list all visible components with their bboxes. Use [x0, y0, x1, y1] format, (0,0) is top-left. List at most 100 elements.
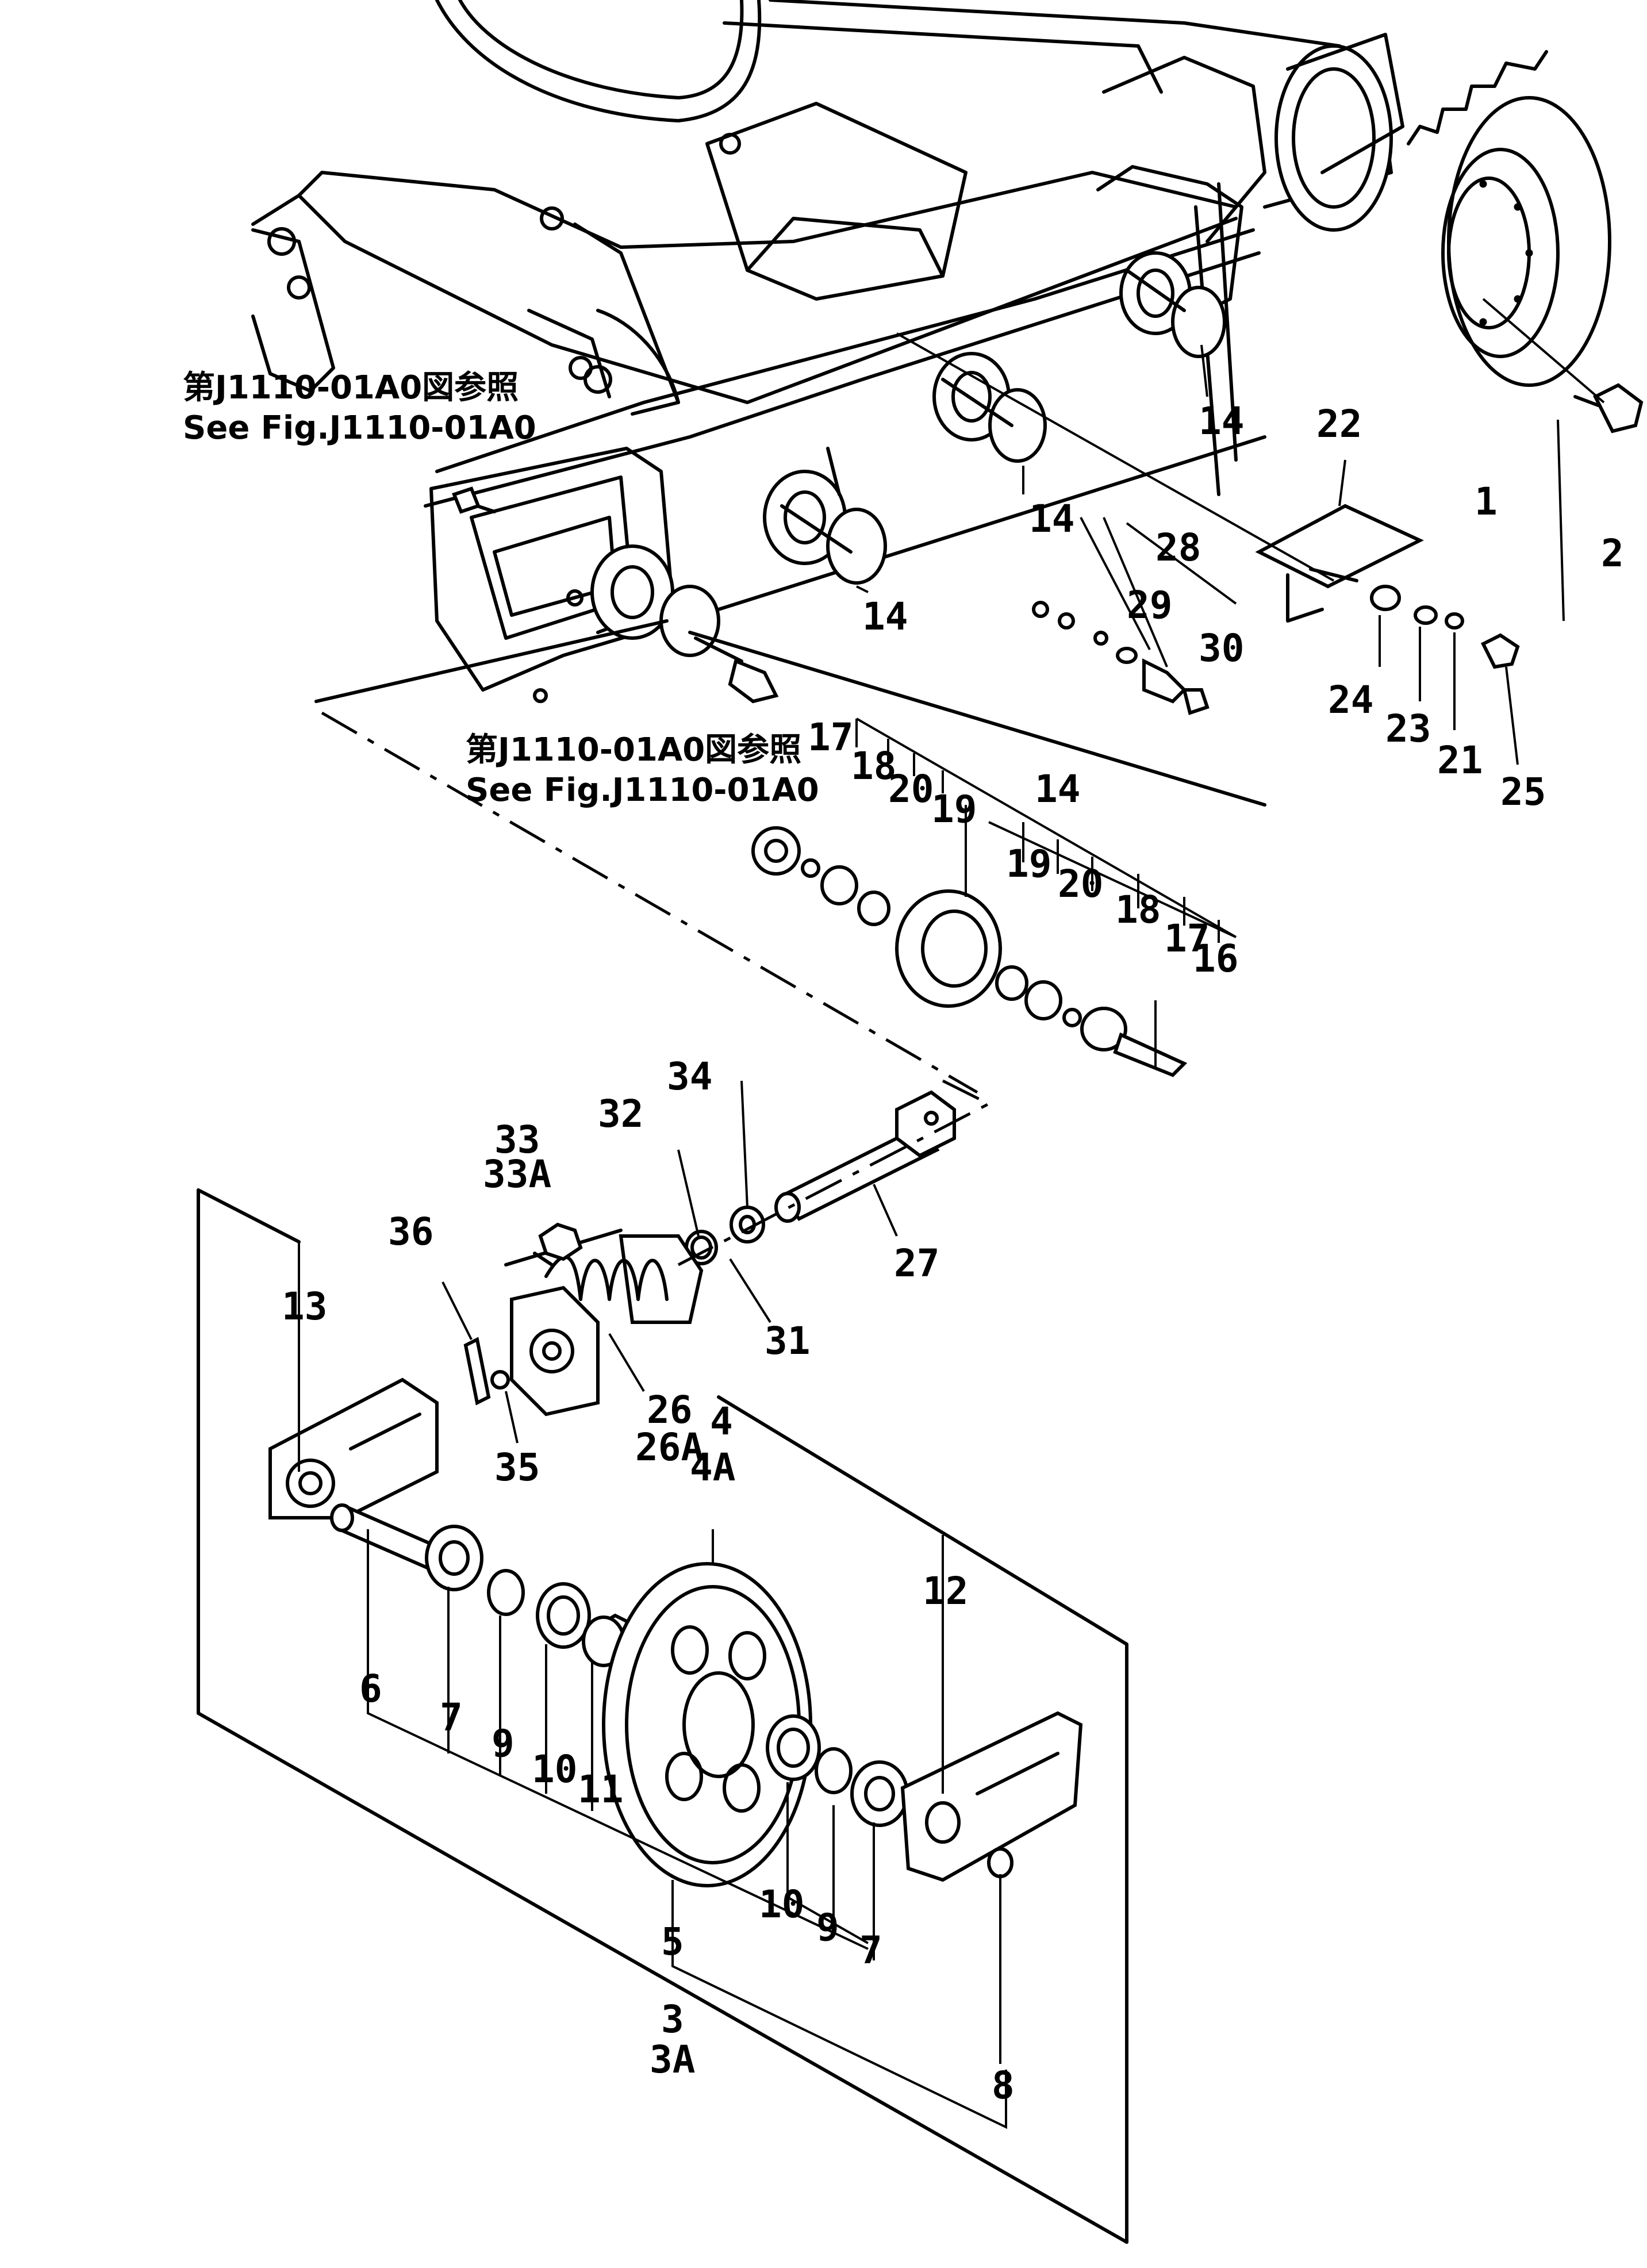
bearing-10-left: [536, 1582, 591, 1649]
callout-17-left: 17: [808, 715, 854, 759]
callout-20-right: 20: [1058, 862, 1104, 906]
alignment-line-upper: [321, 711, 978, 1094]
leader-22: [1338, 459, 1346, 506]
callout-35: 35: [494, 1445, 540, 1490]
leader-28: [1080, 517, 1237, 667]
leader-34: [740, 1080, 748, 1208]
callout-4: 4: [710, 1399, 733, 1444]
hardware-24-23-21-25: [1370, 585, 1520, 669]
rings-31-32-34: [685, 1206, 765, 1265]
leader-line-guard: [896, 332, 1334, 582]
leader-35: [505, 1391, 519, 1444]
reference-note-lower: 第J1110-01A0図参照 See Fig.J1110-01A0: [466, 730, 819, 811]
callout-1: 1: [1475, 479, 1498, 524]
callout-28: 28: [1155, 525, 1201, 570]
ring-8: [987, 1847, 1013, 2064]
reference-lower-ja: 第J1110-01A0図参照: [466, 731, 802, 769]
callout-17-right: 17: [1164, 916, 1210, 961]
callout-22: 22: [1316, 402, 1362, 446]
callout-32: 32: [598, 1092, 644, 1136]
bracket-14-line: [688, 631, 1266, 807]
callout-19-right: 19: [1006, 842, 1052, 886]
reference-note-upper: 第J1110-01A0図参照 See Fig.J1110-01A0: [183, 368, 536, 448]
alignment-line-lower: [677, 1079, 992, 1267]
callout-26: 26: [647, 1388, 693, 1432]
reference-lower-en: See Fig.J1110-01A0: [466, 772, 819, 809]
box-left-bottom: [197, 1188, 1128, 2244]
callout-23: 23: [1385, 707, 1431, 751]
seal-7-right: [850, 1760, 909, 1827]
reference-upper-ja: 第J1110-01A0図参照: [183, 369, 519, 406]
callout-7-left: 7: [440, 1695, 463, 1740]
callout-9-right: 9: [816, 1905, 839, 1950]
idler-wheel-4: [602, 1562, 812, 1887]
leader-31: [729, 1258, 771, 1323]
callout-24: 24: [1328, 678, 1374, 722]
snap-ring-9-right: [815, 1747, 853, 1794]
callout-18-right: 18: [1115, 888, 1161, 932]
grease-fitting-28-30: [1032, 601, 1210, 715]
callout-34: 34: [667, 1054, 713, 1099]
leaders-idler-left: [367, 1529, 869, 1950]
callout-33: 33: [494, 1118, 540, 1162]
spring-26: [510, 1234, 704, 1417]
reference-upper-en: See Fig.J1110-01A0: [183, 409, 536, 447]
callout-14-a: 14: [1199, 399, 1245, 443]
frame-border-line: [314, 619, 669, 703]
bracket-13: [268, 1377, 439, 1519]
callout-13: 13: [282, 1284, 328, 1329]
leader-1: [1557, 419, 1565, 621]
leader-14-a: [1200, 344, 1208, 397]
callout-3: 3: [661, 1997, 684, 2041]
callout-21: 21: [1437, 738, 1483, 782]
roller-14-c: [763, 447, 887, 585]
leader-14-c: [856, 585, 869, 593]
snap-ring-9-left: [487, 1569, 525, 1616]
callout-2: 2: [1601, 531, 1624, 575]
sprocket-1: [1407, 50, 1611, 387]
bearing-10-right: [766, 1714, 821, 1781]
leader-line-sprocket: [1482, 298, 1605, 404]
callout-19-left: 19: [931, 787, 977, 831]
callout-31: 31: [765, 1319, 811, 1363]
leader-3: [671, 1880, 1007, 2129]
bolt-lower-reference: [694, 636, 779, 704]
callout-4A: 4A: [690, 1445, 736, 1490]
callout-25: 25: [1500, 770, 1546, 814]
adjuster-rod-27: [774, 1090, 956, 1223]
callout-7-right: 7: [859, 1928, 882, 1972]
bracket-12: [900, 1711, 1083, 1882]
callout-30: 30: [1199, 626, 1245, 670]
roller-14-a: [1119, 251, 1226, 358]
callout-33A: 33A: [483, 1152, 552, 1196]
seal-7-left: [425, 1525, 483, 1591]
bolt-2: [1573, 383, 1644, 433]
callout-14-b: 14: [1029, 497, 1075, 541]
leader-36: [441, 1281, 473, 1340]
callout-3A: 3A: [650, 2037, 696, 2082]
leader-32: [677, 1149, 700, 1237]
callout-20-left: 20: [888, 767, 934, 811]
leader-26: [608, 1333, 645, 1392]
callout-27: 27: [894, 1241, 940, 1285]
callout-18-left: 18: [851, 744, 897, 788]
callout-12: 12: [923, 1569, 969, 1613]
bolt-upper-left: [452, 486, 496, 514]
shaft-6: [330, 1503, 439, 1572]
callout-11: 11: [578, 1767, 624, 1812]
callout-29: 29: [1127, 583, 1173, 627]
guard-22: [1255, 504, 1424, 623]
callout-9-left: 9: [492, 1721, 515, 1766]
callout-6: 6: [359, 1667, 382, 1711]
callout-16: 16: [1193, 937, 1239, 981]
callout-10-right: 10: [759, 1882, 805, 1927]
roller-14-b: [932, 352, 1047, 463]
callout-10-left: 10: [532, 1747, 578, 1791]
leader-25: [1505, 666, 1519, 765]
callout-36: 36: [388, 1210, 434, 1254]
box-top-left: [197, 1188, 301, 1244]
callout-14-d: 14: [1035, 767, 1081, 811]
pin-36: [463, 1337, 491, 1406]
